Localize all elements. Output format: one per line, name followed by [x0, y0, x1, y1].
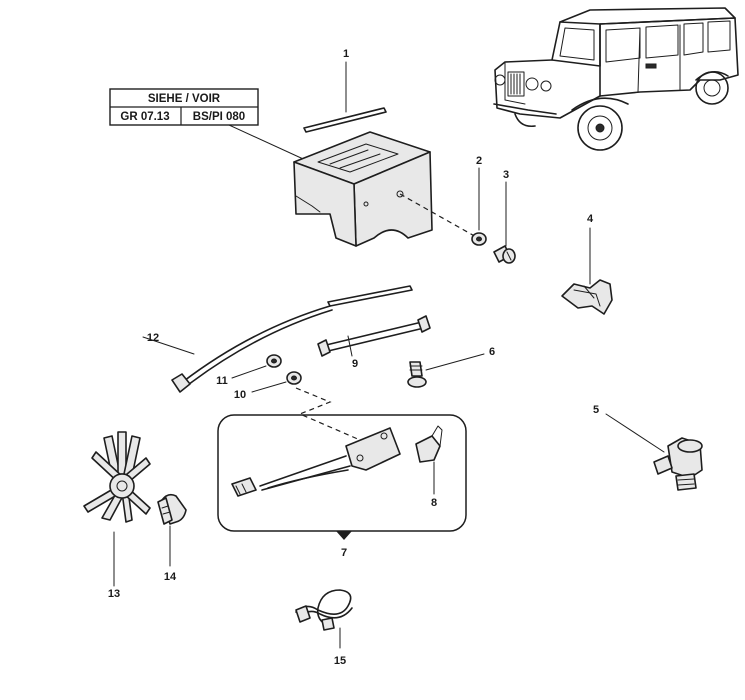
callout-14: 14	[164, 571, 177, 583]
part-3-screw: 3	[493, 169, 516, 264]
callout-1: 1	[343, 48, 349, 60]
part-15-cable-tie: 15	[295, 589, 353, 667]
callout-13: 13	[108, 588, 120, 600]
part-6-screw: 6	[407, 346, 495, 388]
reference-box: SIEHE / VOIR GR 07.13 BS/PI 080	[109, 88, 313, 164]
reference-right: BS/PI 080	[193, 111, 245, 123]
callout-7: 7	[341, 547, 347, 559]
callout-12: 12	[147, 332, 159, 344]
callout-3: 3	[503, 169, 509, 181]
callout-4: 4	[587, 213, 594, 225]
part-2-washer: 2	[471, 155, 487, 246]
callout-2: 2	[476, 155, 482, 167]
reference-header: SIEHE / VOIR	[148, 93, 221, 105]
part-14-bulb: 14	[157, 493, 187, 583]
part-rod: 12	[142, 285, 413, 393]
vehicle-illustration	[493, 7, 739, 151]
part-13-bulb-holder: 13	[83, 431, 151, 600]
callout-6: 6	[489, 346, 495, 358]
callout-10: 10	[234, 389, 246, 401]
callout-9: 9	[352, 358, 358, 370]
callout-11: 11	[216, 375, 228, 387]
callout-5: 5	[593, 404, 599, 416]
part-10-washer: 10	[234, 371, 361, 441]
part-1-strip: 1	[303, 48, 387, 133]
part-housing	[293, 131, 433, 247]
reference-left: GR 07.13	[120, 111, 169, 123]
callout-8: 8	[431, 497, 437, 509]
part-9-bracket: 9	[317, 315, 431, 370]
part-11-nut: 11	[216, 354, 282, 387]
callout-15: 15	[334, 655, 346, 667]
part-4-clip: 4	[561, 213, 613, 315]
part-5-connector: 5	[593, 404, 703, 491]
part-7-assembly-group: 7 8	[217, 414, 467, 559]
